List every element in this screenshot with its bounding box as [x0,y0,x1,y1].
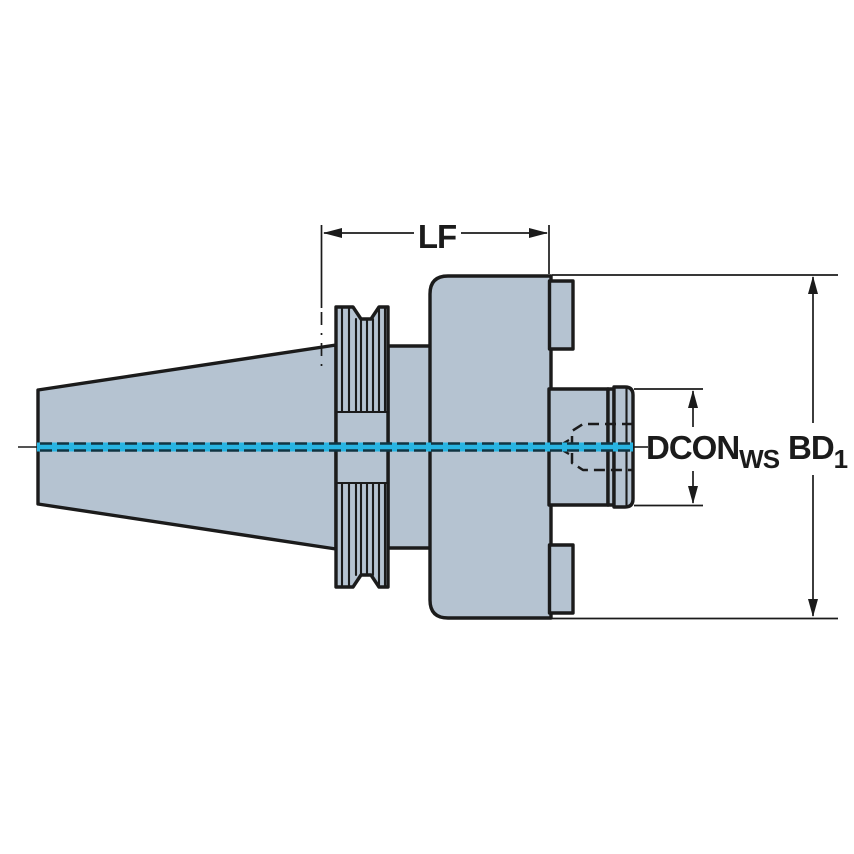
bd1-arrow-down [808,599,818,617]
contact-ring-top [547,279,575,351]
hidden-bore-outline [570,422,633,472]
lf-dimension: LF [320,218,550,366]
lf-arrow-left [323,228,342,238]
bd1-dimension: BD1 [552,274,849,620]
dcon-label: DCONWS [646,429,780,474]
centerline [18,442,648,452]
dcon-arrow-up [688,390,698,408]
flange-groove-lines [334,305,390,589]
bd1-label: BD1 [788,429,848,474]
contact-ring-bottom [547,543,575,615]
dcon-arrow-down [688,486,698,504]
bd1-arrow-up [808,276,818,294]
lf-arrow-right [529,228,548,238]
lf-label: LF [418,218,456,255]
dcon-dimension: DCONWS [634,388,781,507]
